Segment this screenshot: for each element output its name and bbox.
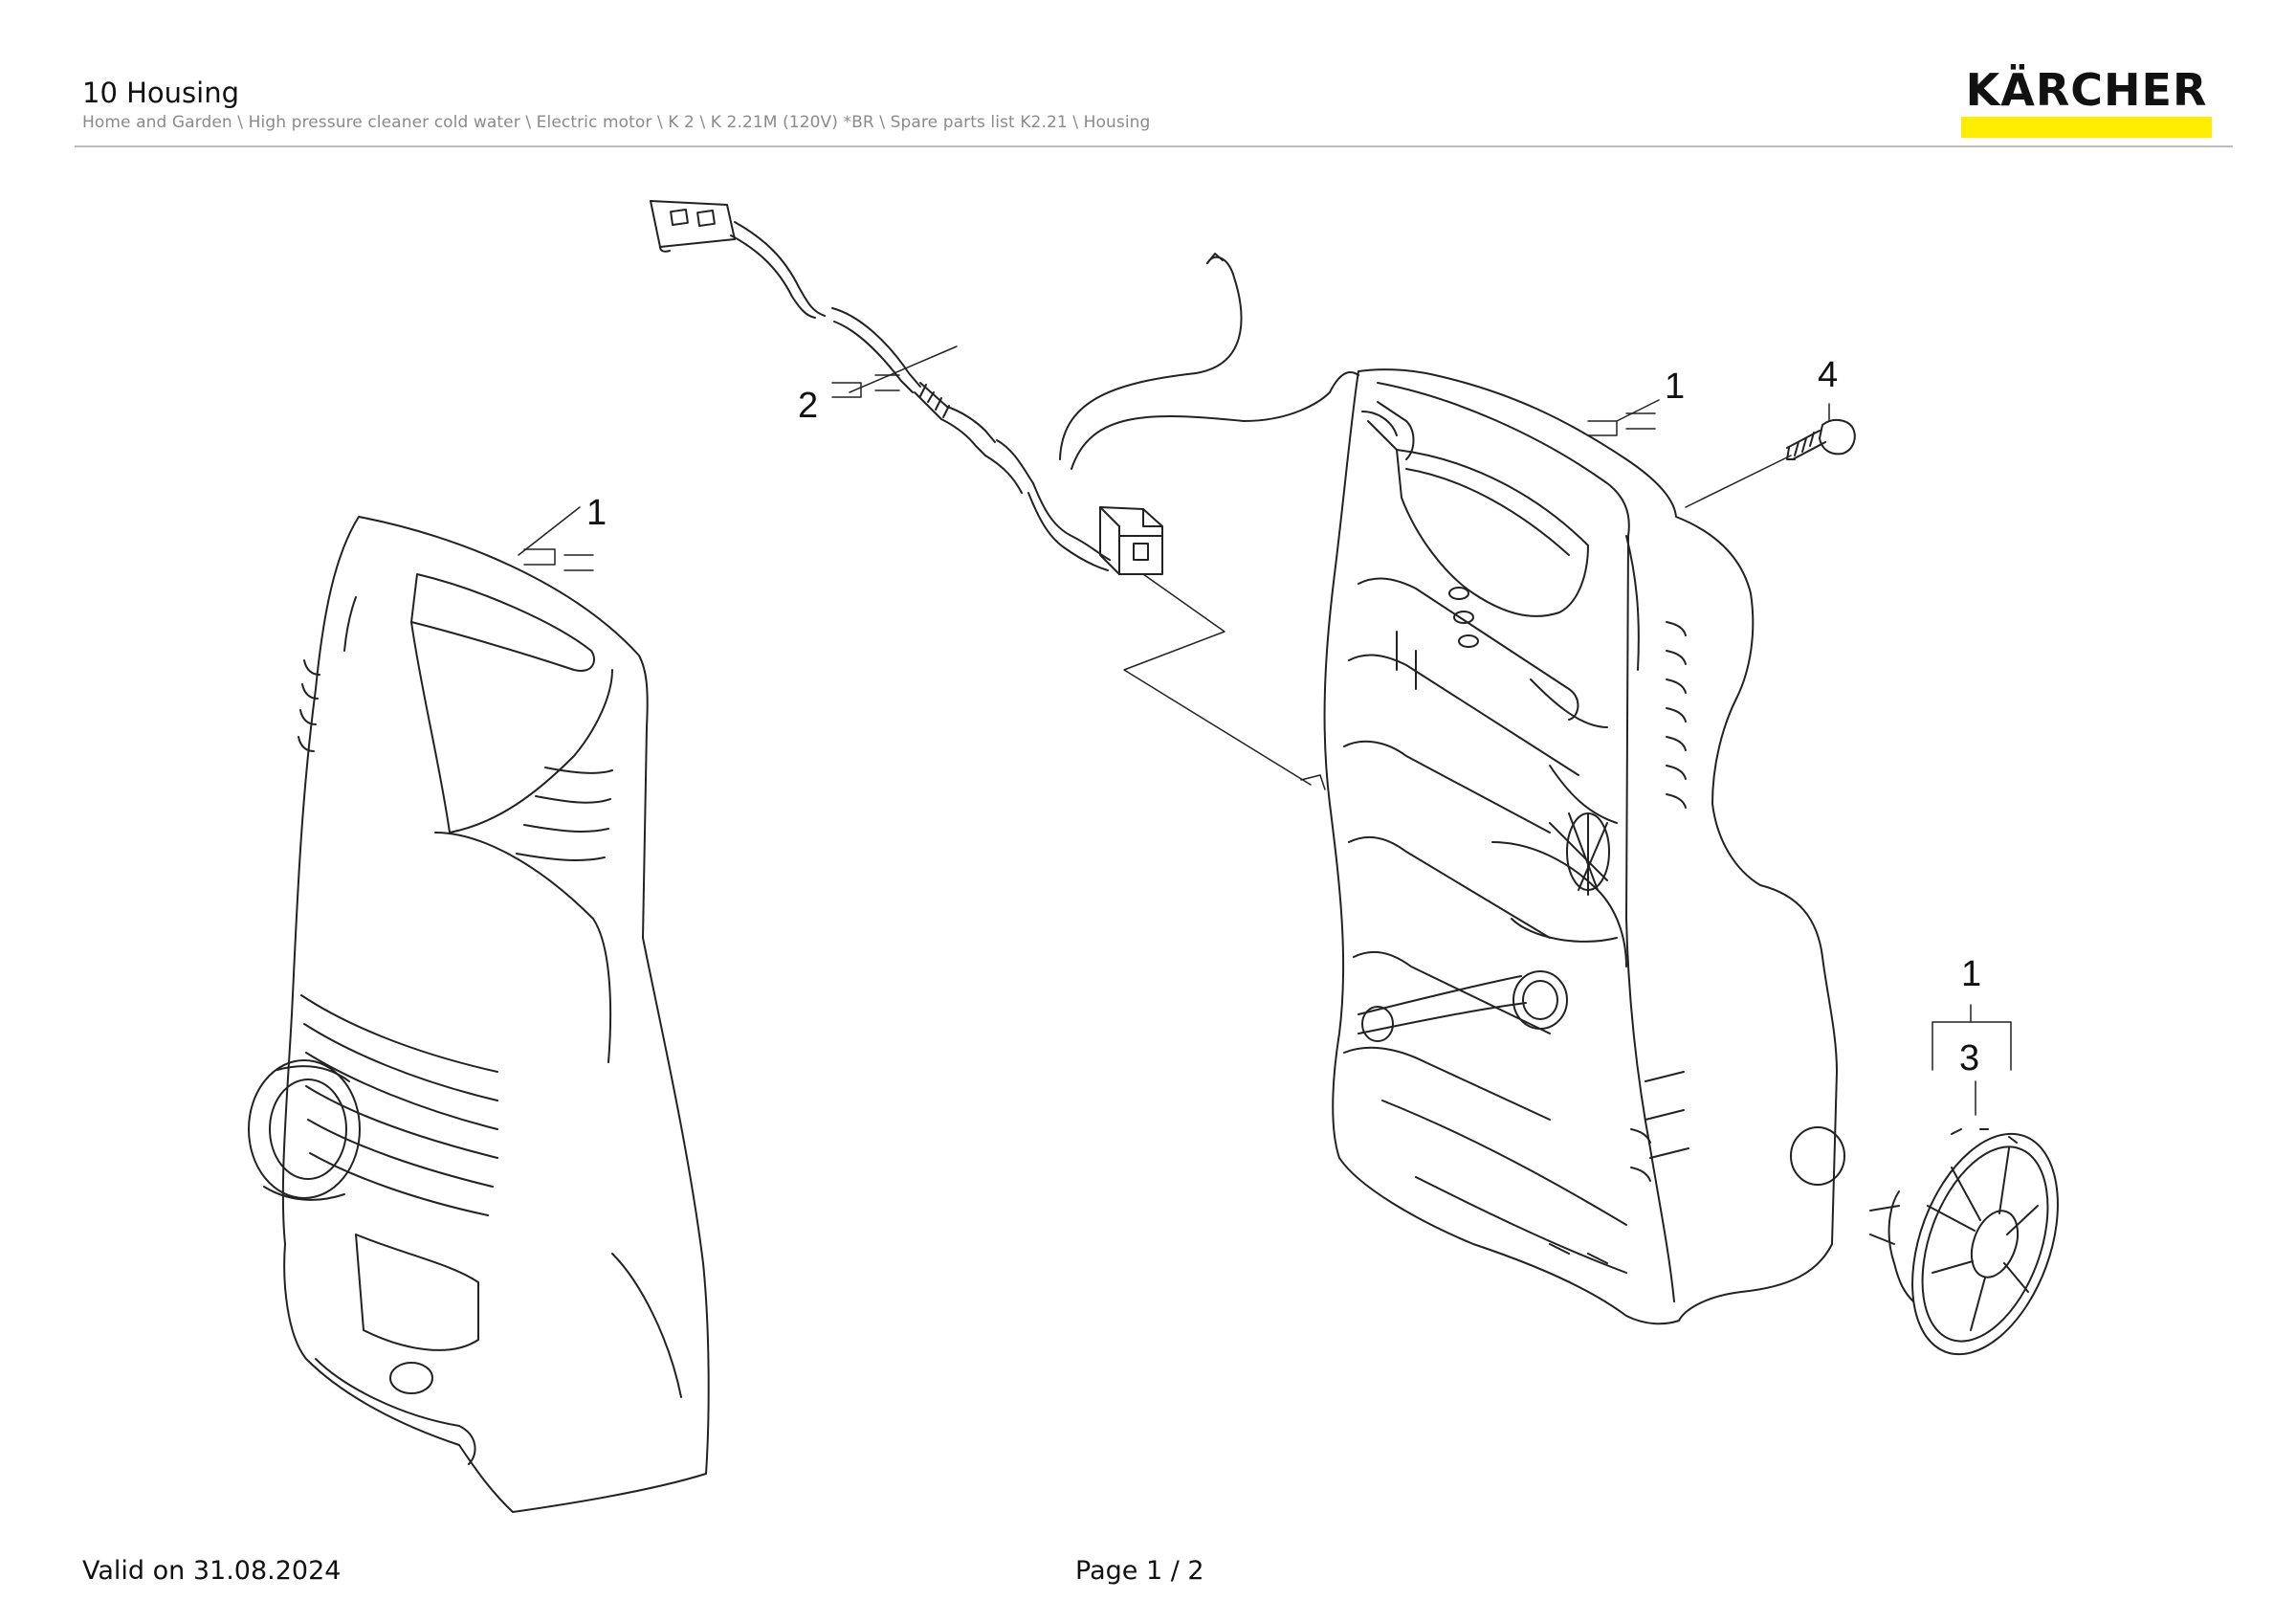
front-cover-part bbox=[248, 516, 710, 1513]
power-cable-part bbox=[650, 200, 1359, 575]
karcher-logo: KÄRCHER bbox=[1961, 63, 2212, 138]
karcher-logo-wordmark: KÄRCHER bbox=[1965, 64, 2208, 116]
screw-part bbox=[1786, 419, 1856, 460]
page-indicator: Page 1 / 2 bbox=[1075, 1556, 1204, 1586]
callout-power-cable: 2 bbox=[798, 386, 818, 426]
callout-screw: 4 bbox=[1818, 355, 1838, 395]
callout-front-cover: 1 bbox=[586, 493, 607, 533]
rear-housing-part bbox=[1323, 368, 1845, 1325]
page-title: 10 Housing bbox=[82, 77, 240, 109]
callout-wheel: 3 bbox=[1959, 1038, 1979, 1078]
callout-wheel-assembly: 1 bbox=[1961, 954, 1981, 994]
header-divider bbox=[75, 145, 2233, 147]
breadcrumb: Home and Garden \ High pressure cleaner … bbox=[82, 113, 1151, 132]
callout-numbers: 1 2 1 4 1 3 bbox=[586, 355, 1981, 1078]
valid-on-date: Valid on 31.08.2024 bbox=[82, 1556, 342, 1586]
callout-rear-housing: 1 bbox=[1665, 367, 1685, 407]
wheel-part bbox=[1869, 1128, 2059, 1356]
exploded-parts-diagram: 1 2 1 4 1 3 bbox=[248, 200, 2059, 1513]
leader-lines bbox=[518, 345, 2012, 1116]
karcher-logo-yellow-bar bbox=[1961, 117, 2212, 138]
